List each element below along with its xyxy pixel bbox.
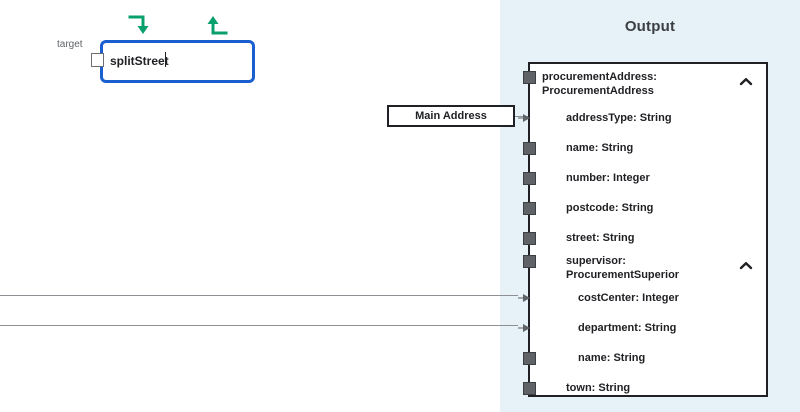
field-port-square[interactable] [523, 71, 536, 84]
text-cursor [165, 52, 166, 67]
field-port-square[interactable] [523, 352, 536, 365]
output-field-label: procurementAddress: ProcurementAddress [542, 71, 657, 97]
field-connection-arrow-icon [518, 293, 530, 303]
field-port-square[interactable] [523, 232, 536, 245]
target-checkbox[interactable] [91, 53, 104, 67]
field-port-square[interactable] [523, 172, 536, 185]
output-field-label: name: String [566, 142, 634, 154]
connection-cost-center[interactable] [0, 295, 518, 296]
chevron-up-icon[interactable] [738, 260, 754, 272]
output-structure-box[interactable]: procurementAddress: ProcurementAddress ad… [518, 62, 768, 397]
connection-department[interactable] [0, 325, 518, 326]
output-field-label: supervisor: ProcurementSuperior [566, 255, 680, 281]
output-field-label: town: String [566, 382, 631, 394]
output-panel-title: Output [624, 18, 676, 35]
output-field-label: street: String [566, 232, 635, 244]
output-field-label: costCenter: Integer [578, 292, 679, 304]
connection-main-address[interactable] [515, 116, 530, 117]
target-label: target [57, 39, 83, 50]
field-port-square[interactable] [523, 142, 536, 155]
output-field-label: addressType: String [566, 112, 672, 124]
main-address-label-box[interactable]: Main Address [387, 105, 515, 127]
hook-arrow-down-icon[interactable] [127, 12, 153, 38]
output-field-label: name: String [578, 352, 646, 364]
field-port-square[interactable] [523, 202, 536, 215]
field-connection-arrow-icon [518, 113, 530, 123]
output-field-label: postcode: String [566, 202, 654, 214]
output-field-label: number: Integer [566, 172, 650, 184]
split-street-node-label[interactable]: splitStreet [110, 54, 169, 68]
field-port-square[interactable] [523, 255, 536, 268]
field-port-square[interactable] [523, 382, 536, 395]
hook-arrow-up-icon[interactable] [203, 12, 229, 38]
output-field-label: department: String [578, 322, 677, 334]
field-connection-arrow-icon [518, 323, 530, 333]
chevron-up-icon[interactable] [738, 76, 754, 88]
